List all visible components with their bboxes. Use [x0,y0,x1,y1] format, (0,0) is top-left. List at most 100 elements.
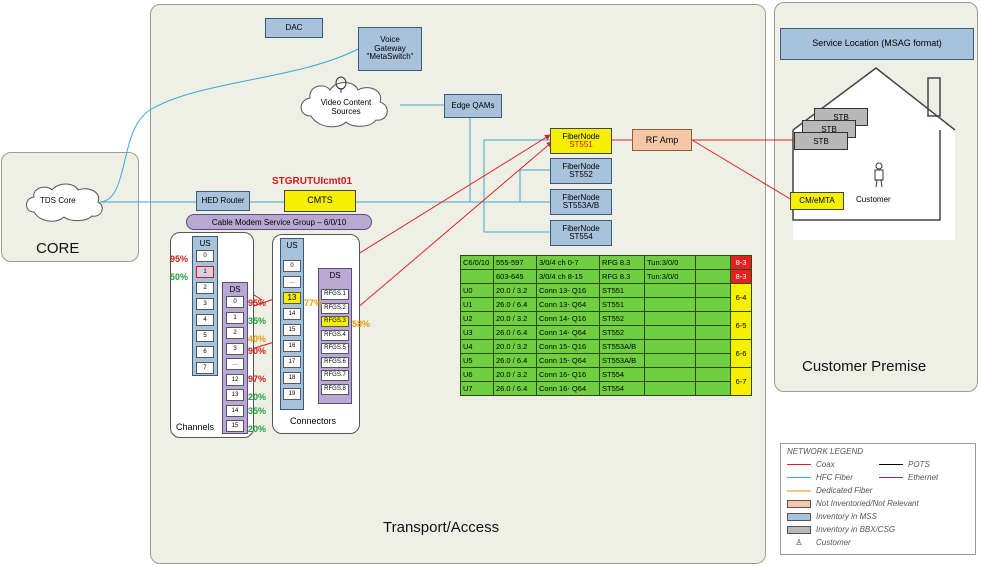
rf-amp-box[interactable]: RF Amp [632,129,692,151]
connector-us-slot: 17 [283,356,301,368]
channel-ds-pct: 40% [248,334,267,344]
table-cell: ST551 [599,297,645,312]
customer-label: Customer [856,195,891,204]
network-legend: NETWORK LEGEND Coax POTS HFC Fiber Ether… [780,443,976,555]
channel-ds-pct: 97% [248,374,267,384]
transport-zone-label: Transport/Access [383,519,500,536]
legend-customer: Customer [816,538,851,547]
hed-router-box[interactable]: HED Router [196,191,250,211]
table-cell: 20.0 / 3.2 [493,339,537,354]
legend-coax: Coax [816,460,835,469]
connector-us-slot: 16 [283,340,301,352]
table-cell: U0 [460,283,494,298]
table-cell: ST553A/B [599,353,645,368]
legend-title: NETWORK LEGEND [787,447,864,456]
table-spacer-cell [695,339,731,354]
channel-us-slot: 2 [196,282,214,294]
legend-coax-swatch [787,464,811,465]
table-cell: 26.0 / 6.4 [493,353,537,368]
legend-ethernet: Ethernet [908,473,939,482]
table-cell: 20.0 / 3.2 [493,367,537,382]
connectors-us-pct: 77% [304,298,323,308]
table-tag-cell: 8-3 [730,269,752,284]
voice-gateway-box[interactable]: Voice Gateway "MetaSwitch" [358,27,422,71]
table-cell: ST552 [599,311,645,326]
table-cell: Conn 16- Q64 [536,381,600,396]
table-cell: ST554 [599,367,645,382]
channel-ds-pct: 20% [248,424,267,434]
legend-bbx-swatch [787,525,811,534]
fibernode-id: ST551 [569,140,593,149]
channel-ds-pct: 95% [248,298,267,308]
table-cell: Conn 15- Q64 [536,353,600,368]
premise-zone-label: Customer Premise [802,358,927,375]
table-tag-cell: 6-5 [730,311,752,340]
table-cell: Conn 14- Q64 [536,325,600,340]
table-spacer-cell [695,283,731,298]
legend-pots-swatch [879,464,903,465]
table-cell: Conn 13- Q16 [536,283,600,298]
stb-box-front[interactable]: STB [794,132,848,150]
legend-mss-swatch [787,512,811,521]
channel-ds-slot: … [226,358,244,370]
cmts-box[interactable]: CMTS [284,190,356,212]
table-cell: Conn 16- Q16 [536,367,600,382]
legend-bbx: Inventory in BBX/CSG [816,525,896,534]
table-spacer-cell [695,311,731,326]
table-cell: 555-597 [493,255,537,270]
service-location-box[interactable]: Service Location (MSAG format) [780,28,974,60]
table-cell: 3/0/4 ch 0-7 [536,255,600,270]
table-cell [644,325,696,340]
edge-qams-box[interactable]: Edge QAMs [444,94,502,118]
table-cell [644,297,696,312]
cm-emta-box[interactable]: CM/eMTA [790,192,844,210]
table-cell: RFG 8.3 [599,269,645,284]
connector-ds-slot: RFGS.7 [321,370,349,381]
table-cell: RFG 8.3 [599,255,645,270]
table-cell: Conn 13- Q64 [536,297,600,312]
voice-gateway-line2: Gateway [374,43,406,53]
connector-ds-slot: RFGS.3 [321,316,349,327]
table-cell: C6/0/10 [460,255,494,270]
table-spacer-cell [695,269,731,284]
channels-us-pct-0: 95% [170,254,189,264]
legend-ethernet-swatch [879,477,903,478]
cmts-name-label: STGRUTUIcmt01 [272,176,353,187]
channel-ds-slot: 13 [226,389,244,401]
table-cell: U4 [460,339,494,354]
table-cell [644,311,696,326]
table-cell: 603-645 [493,269,537,284]
video-content-line2: Sources [331,107,361,117]
channel-ds-slot: 0 [226,296,244,308]
legend-not-inventoried-swatch [787,499,811,508]
fibernode-id: ST553A/B [562,201,600,210]
table-cell: ST552 [599,325,645,340]
satellite-icon [335,76,347,93]
customer-person-icon [874,162,884,188]
legend-hfc: HFC Fiber [816,473,853,482]
table-cell [460,269,494,284]
table-cell: Conn 14- Q16 [536,311,600,326]
dac-box[interactable]: DAC [265,18,323,38]
table-cell [644,381,696,396]
channel-ds-slot: 3 [226,342,244,355]
channel-ds-pct: 90% [248,346,267,356]
channels-us-pct-1: 50% [170,272,189,282]
table-cell: ST553A/B [599,339,645,354]
connector-us-slot: … [283,276,301,288]
fibernode-label: FiberNode [562,131,600,141]
connectors-ds-pct: 58% [352,319,371,329]
connector-us-slot: 13 [283,292,301,304]
channel-ds-pct: 20% [248,392,267,402]
table-spacer-cell [695,297,731,312]
